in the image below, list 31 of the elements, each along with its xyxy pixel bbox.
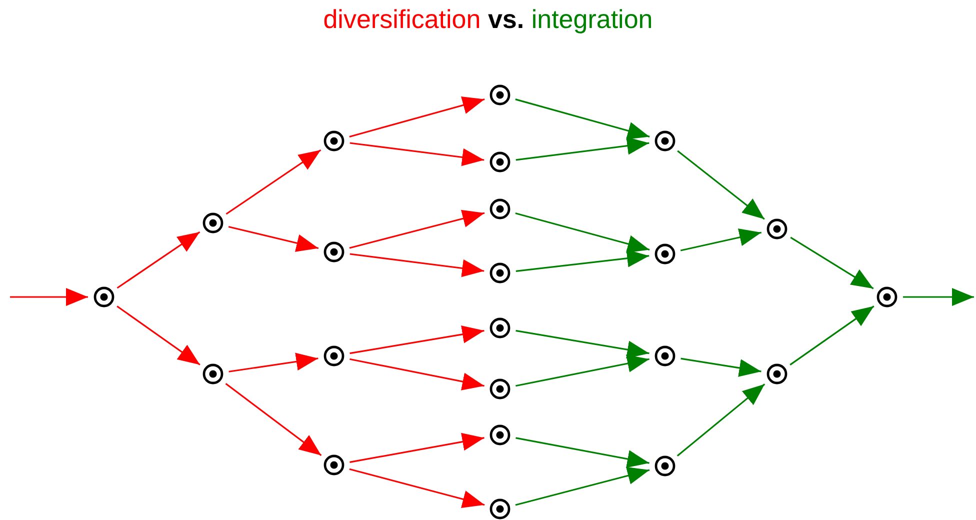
arrow	[515, 212, 650, 253]
arrow	[228, 226, 319, 252]
arrow	[516, 330, 650, 359]
arrow	[516, 354, 650, 387]
arrow	[515, 466, 650, 506]
arrow	[790, 236, 874, 290]
arrow	[225, 382, 322, 456]
arrow	[350, 253, 484, 278]
arrow	[10, 288, 88, 306]
arrow	[515, 98, 650, 140]
arrow	[516, 437, 650, 468]
arrow	[350, 142, 484, 166]
arrow	[677, 150, 765, 220]
arrow	[116, 231, 200, 289]
arrow	[350, 325, 484, 354]
arrow	[116, 306, 200, 366]
arrow	[516, 249, 650, 272]
arrow	[790, 306, 874, 366]
arrow	[349, 468, 485, 508]
arrow	[226, 149, 322, 215]
arrow	[349, 210, 485, 249]
arrow	[903, 288, 974, 306]
title: diversification vs. integration	[323, 4, 653, 35]
arrow	[228, 352, 318, 372]
arrow	[680, 228, 762, 252]
arrow	[350, 358, 484, 390]
arrow	[680, 358, 762, 377]
arrow	[349, 96, 485, 138]
arrow	[676, 384, 766, 456]
arrow	[350, 432, 484, 463]
arrow	[516, 136, 650, 161]
